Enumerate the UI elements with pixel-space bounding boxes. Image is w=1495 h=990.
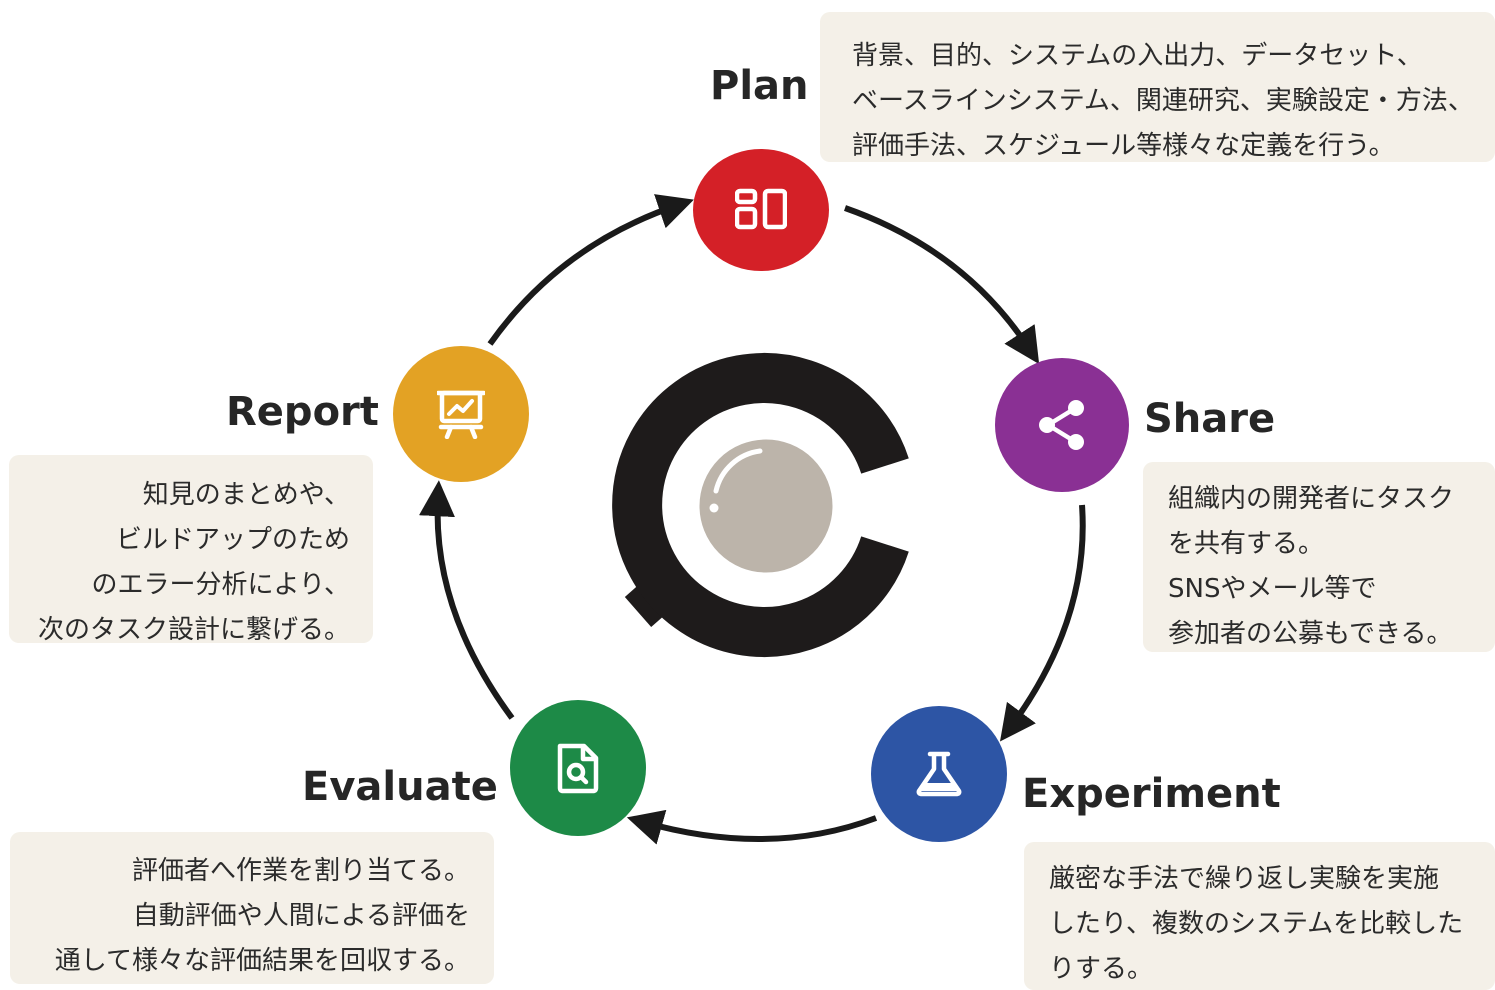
report-line: 知見のまとめや、 — [142, 480, 350, 510]
report-line: のエラー分析により、 — [91, 570, 350, 600]
report-line: 次のタスク設計に繋げる。 — [37, 615, 350, 645]
share-line: 参加者の公募もできる。 — [1168, 619, 1453, 649]
evaluate-description: 評価者へ作業を割り当てる。 自動評価や人間による評価を 通して様々な評価結果を回… — [10, 832, 494, 984]
evaluate-node — [510, 700, 646, 836]
report-node — [393, 346, 529, 482]
experiment-label: Experiment — [1022, 771, 1281, 817]
evaluate-label: Evaluate — [302, 764, 498, 810]
share-node — [995, 358, 1129, 492]
report-description: 知見のまとめや、 ビルドアップのため のエラー分析により、 次のタスク設計に繋げ… — [9, 455, 373, 645]
experiment-node — [871, 706, 1007, 842]
plan-line: 背景、目的、システムの入出力、データセット、 — [852, 41, 1423, 71]
experiment-line: 厳密な手法で繰り返し実験を実施 — [1049, 864, 1440, 894]
plan-label: Plan — [710, 63, 809, 109]
report-label: Report — [226, 389, 379, 435]
plan-line: ベースラインシステム、関連研究、実験設定・方法、 — [852, 86, 1474, 116]
layout-grid-icon — [735, 188, 787, 232]
share-line: 組織内の開発者にタスク — [1168, 484, 1455, 514]
evaluate-line: 自動評価や人間による評価を — [132, 901, 470, 931]
experiment-line: りする。 — [1049, 954, 1154, 984]
flask-icon — [914, 751, 964, 797]
document-search-icon — [556, 742, 600, 794]
plan-line: 評価手法、スケジュール等様々な定義を行う。 — [852, 131, 1395, 161]
arrow-experiment-to-evaluate — [626, 809, 878, 845]
plan-node — [693, 149, 829, 271]
arrow-report-to-plan — [487, 194, 694, 346]
experiment-line: したり、複数のシステムを比較した — [1049, 909, 1464, 939]
arrow-evaluate-to-report — [419, 480, 515, 720]
plan-description: 背景、目的、システムの入出力、データセット、 ベースラインシステム、関連研究、実… — [820, 12, 1495, 162]
share-icon — [1036, 397, 1088, 453]
arrow-plan-to-share — [844, 205, 1040, 365]
share-line: を共有する。 — [1168, 529, 1325, 559]
presentation-chart-icon — [437, 389, 485, 439]
arrow-share-to-experiment — [1000, 504, 1086, 742]
evaluate-line: 評価者へ作業を割り当てる。 — [131, 856, 470, 886]
evaluate-line: 通して様々な評価結果を回収する。 — [54, 946, 470, 976]
share-description: 組織内の開発者にタスク を共有する。 SNSやメール等で 参加者の公募もできる。 — [1143, 462, 1495, 652]
share-label: Share — [1144, 396, 1276, 442]
share-line: SNSやメール等で — [1168, 574, 1377, 604]
report-line: ビルドアップのため — [115, 525, 350, 555]
experiment-description: 厳密な手法で繰り返し実験を実施 したり、複数のシステムを比較した りする。 — [1024, 842, 1495, 990]
